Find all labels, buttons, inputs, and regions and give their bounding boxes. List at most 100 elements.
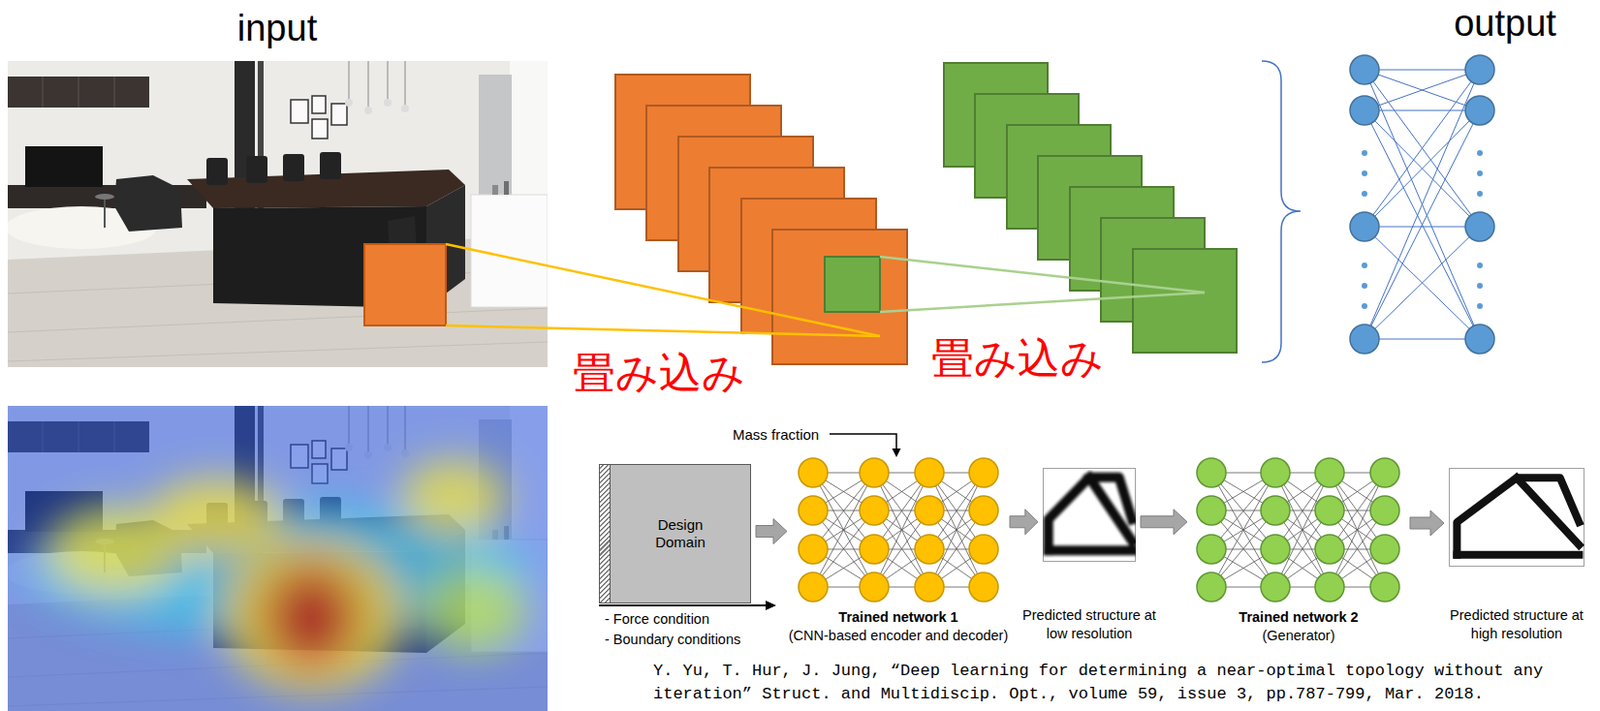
axis-arrow [765, 600, 777, 611]
structure-member [1089, 477, 1132, 542]
neuron [1370, 496, 1400, 526]
block-arrow [1410, 510, 1444, 536]
neuron [1465, 212, 1495, 242]
citation: Y. Yu, T. Hur, J. Jung, “Deep learning f… [653, 659, 1550, 707]
condition-label: - Boundary conditions [604, 631, 741, 649]
heatmap-overlay [220, 536, 406, 692]
network-links [1211, 472, 1385, 588]
heatmap-overlay [148, 478, 284, 557]
ellipsis-dot [1476, 303, 1483, 310]
heatmap-overlay [27, 459, 532, 692]
neuron [914, 572, 944, 602]
projection-line [879, 292, 1205, 313]
caption-text: (Generator) [1262, 627, 1336, 646]
brace [1261, 61, 1301, 363]
input-label: Mass fraction [732, 426, 819, 443]
heatmap-overlay [419, 565, 527, 654]
network-graphic [1192, 455, 1406, 603]
ellipsis-dot [1476, 170, 1483, 177]
network-title: Trained network 1 [838, 608, 958, 628]
ellipsis-dot [1361, 150, 1368, 157]
structure-member [1048, 545, 1132, 556]
neuron [914, 496, 944, 526]
dense-connections [1364, 69, 1480, 340]
dense-connections [1364, 69, 1480, 227]
heatmap-overlay [400, 459, 507, 537]
projection-line [879, 256, 1205, 313]
network-link [874, 472, 930, 588]
neuron [1465, 55, 1495, 85]
receptive-field [364, 244, 446, 326]
network-neurons [1196, 458, 1400, 602]
condition-label: - Force condition [604, 611, 710, 628]
input-arrow [829, 434, 897, 451]
structure-member [1516, 477, 1579, 545]
heatmap-overlay [257, 559, 365, 676]
neuron [859, 458, 889, 488]
neuron [1260, 496, 1290, 526]
ellipsis-dot [1361, 150, 1483, 310]
network-link [929, 472, 984, 588]
network-title: Trained network 2 [1238, 608, 1358, 628]
network-link [1329, 472, 1385, 588]
receptive-field [824, 256, 880, 313]
neuron [859, 496, 889, 526]
neuron [1196, 572, 1226, 602]
network-block: Trained network 1(CNN-based encoder and … [788, 455, 1009, 646]
neuron [1196, 458, 1226, 488]
network-graphic [791, 455, 1005, 603]
neuron [798, 458, 828, 488]
neuron [1465, 95, 1495, 126]
neuron [1349, 212, 1380, 242]
network-link [1275, 472, 1330, 588]
ellipsis-dot [1476, 190, 1483, 197]
caption-text: Predicted structure at high resolution [1443, 606, 1590, 644]
neuron [1260, 534, 1290, 565]
neuron [1315, 572, 1345, 602]
dense-connections [1364, 69, 1480, 227]
neuron [1260, 458, 1290, 488]
neuron [1349, 324, 1380, 354]
network-link [1211, 472, 1276, 588]
neuron [1315, 458, 1345, 488]
ellipsis-dot [1361, 190, 1368, 197]
neuron [1349, 55, 1380, 85]
dense-connections [1364, 226, 1480, 228]
caption-text: (CNN-based encoder and decoder) [788, 627, 1009, 646]
dense-connections [1364, 69, 1480, 340]
block-arrow [755, 519, 787, 545]
neuron [1370, 458, 1400, 488]
projection-line [445, 325, 880, 337]
hatch-strip [599, 465, 611, 603]
operation-label: 畳み込み [572, 348, 746, 399]
structure-member [1456, 477, 1579, 556]
neuron [798, 534, 828, 565]
neuron [798, 572, 828, 602]
heatmap-photo [7, 406, 548, 711]
feature-map-stack [1132, 249, 1237, 353]
projection-line [445, 244, 880, 337]
dense-connections [1364, 226, 1480, 340]
block-arrow [1140, 509, 1188, 535]
feature-map-stack [943, 62, 1237, 353]
network-link [813, 472, 875, 588]
structure-shape [1456, 477, 1579, 556]
neuron [969, 458, 999, 488]
feature-map-stack [615, 74, 908, 365]
neuron [969, 572, 999, 602]
heatmap-overlay [282, 582, 341, 657]
image-frame [1449, 469, 1585, 567]
dense-connections [1364, 110, 1480, 340]
neuron [969, 534, 999, 565]
neuron [1315, 496, 1345, 526]
neuron [914, 458, 944, 488]
heatmap-overlay [7, 406, 548, 711]
neuron [1370, 534, 1400, 565]
dense-connections [1364, 226, 1480, 340]
ellipsis-dot [1476, 262, 1483, 269]
network-neurons [798, 458, 999, 602]
caption-text: Predicted structure at low resolution [1022, 606, 1157, 644]
network-link [1275, 472, 1330, 588]
